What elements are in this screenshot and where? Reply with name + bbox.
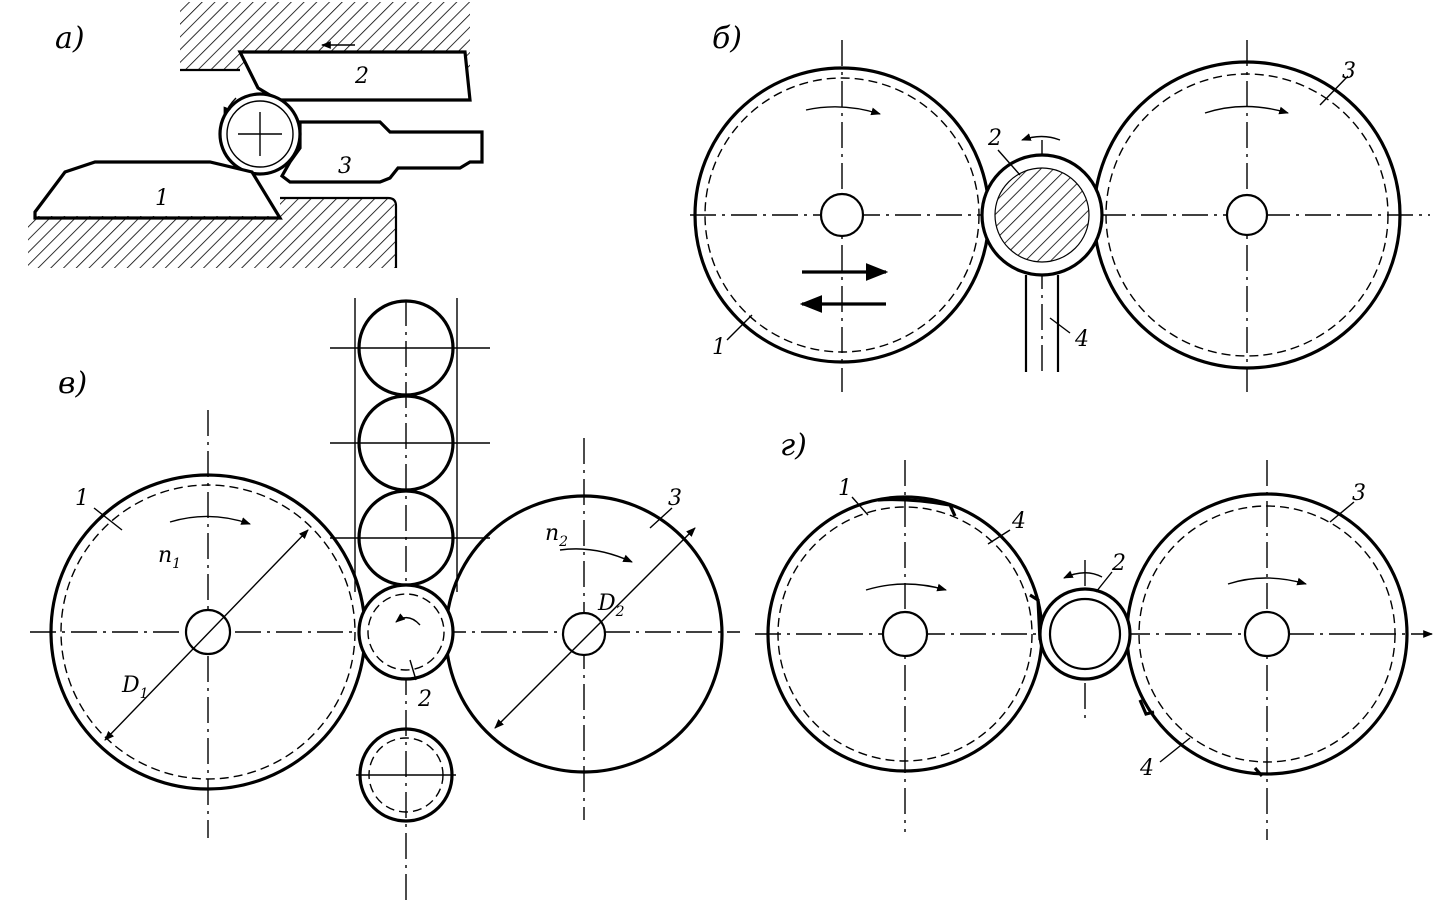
- label-b-1: 1: [712, 335, 726, 360]
- roll-1-g-bore: [881, 610, 929, 658]
- segment-4-on-roll-3: [1138, 699, 1155, 716]
- roll-1-b-pitch: [704, 77, 980, 353]
- label-g-2: 2: [1111, 551, 1126, 576]
- leader-g-4-top: [987, 529, 1011, 545]
- label-v-d2: D2: [597, 591, 625, 620]
- roll-3-v-bore: [561, 611, 607, 657]
- leader-b-4: [1049, 317, 1071, 334]
- label-v-d1: D1: [121, 673, 149, 702]
- blank-stack: [330, 299, 490, 587]
- roll-3-v-rotation-arrow: [559, 548, 633, 563]
- label-g-4-bottom: 4: [1139, 756, 1154, 781]
- workpiece-2-b-rotation-arrow: [1021, 133, 1061, 141]
- panel-a-title: а): [55, 21, 85, 56]
- label-g-4-top: 4: [1011, 509, 1026, 534]
- panel-b-two-roll-scheme: б) 1 3 2 4: [690, 21, 1430, 392]
- label-a-1: 1: [155, 186, 169, 211]
- label-v-3: 3: [668, 486, 682, 511]
- roll-3-g-pitch: [1138, 505, 1396, 763]
- label-v-1: 1: [75, 486, 89, 511]
- leader-v-3: [649, 507, 673, 529]
- workpiece-2-b-hatched: [994, 167, 1090, 263]
- roll-1-b-bore: [819, 192, 865, 238]
- workpiece-2-v-outer: [357, 583, 455, 681]
- leader-g-4-bottom: [1159, 737, 1191, 763]
- roll-3-g-rotation-arrow: [1227, 577, 1307, 586]
- workpiece-2-v-pitch: [367, 593, 445, 671]
- label-b-3: 3: [1342, 59, 1356, 84]
- label-g-3: 3: [1352, 481, 1366, 506]
- workpiece-2-g-outer: [1038, 587, 1132, 681]
- workpiece-a-rotation-arrow: [223, 97, 237, 117]
- panel-g-title: г): [780, 428, 807, 463]
- roll-1-b-rotation-arrow: [805, 106, 881, 116]
- panel-a-flat-die-scheme: а) 2 3 1: [28, 2, 484, 268]
- leader-b-1: [726, 314, 753, 341]
- roll-3-b-rotation-arrow: [1204, 105, 1289, 115]
- lower-base-step-hatch: [280, 198, 396, 216]
- label-a-3: 3: [338, 154, 352, 179]
- leader-v-1: [93, 507, 123, 531]
- workpiece-2-g-rotation-arrow: [1063, 570, 1103, 579]
- roll-1-g-pitch: [777, 506, 1033, 762]
- workpiece-2-g-inner: [1048, 597, 1122, 671]
- segment-4-on-roll-1: [877, 497, 957, 517]
- roll-1-g-rotation-arrow: [865, 583, 947, 592]
- workpiece-a-inner: [226, 100, 294, 168]
- leader-g-2: [1095, 571, 1113, 593]
- lower-base-step: [280, 196, 398, 268]
- roll-1-v-diameter: [104, 529, 309, 741]
- leader-g-3: [1329, 501, 1355, 523]
- leader-b-2: [997, 149, 1021, 176]
- label-v-2: 2: [417, 687, 432, 712]
- panel-g-segment-roll-scheme: г) 1 4 3 4 2: [755, 428, 1433, 840]
- roll-3-v-diameter: [494, 527, 696, 729]
- label-b-4: 4: [1074, 327, 1089, 352]
- support-ruler-3: [279, 120, 484, 184]
- workpiece-2-v-rotation-arrow: [395, 613, 421, 626]
- segment-4-on-roll-3-bottom: [1253, 766, 1264, 778]
- label-v-n1: n1: [158, 543, 181, 572]
- roll-3-b-pitch: [1105, 73, 1389, 357]
- leader-v-2: [409, 659, 417, 681]
- leader-g-1: [851, 496, 869, 516]
- label-b-2: 2: [987, 126, 1002, 151]
- roll-3-g-bore: [1243, 610, 1291, 658]
- panel-b-title: б): [712, 21, 742, 56]
- label-a-2: 2: [354, 64, 369, 89]
- panel-v-through-feed-scheme: в) n1 D1 1 n2 D2: [30, 298, 740, 905]
- label-g-1: 1: [838, 476, 852, 501]
- label-v-n2: n2: [545, 521, 568, 550]
- leader-b-3: [1319, 75, 1349, 106]
- lower-hatched-base: [28, 216, 396, 268]
- roll-1-v-pitch: [60, 484, 356, 780]
- panel-v-title: в): [58, 366, 87, 401]
- roll-3-b-bore: [1225, 193, 1269, 237]
- roll-1-v-rotation-arrow: [169, 515, 251, 525]
- upper-die-2: [237, 50, 472, 102]
